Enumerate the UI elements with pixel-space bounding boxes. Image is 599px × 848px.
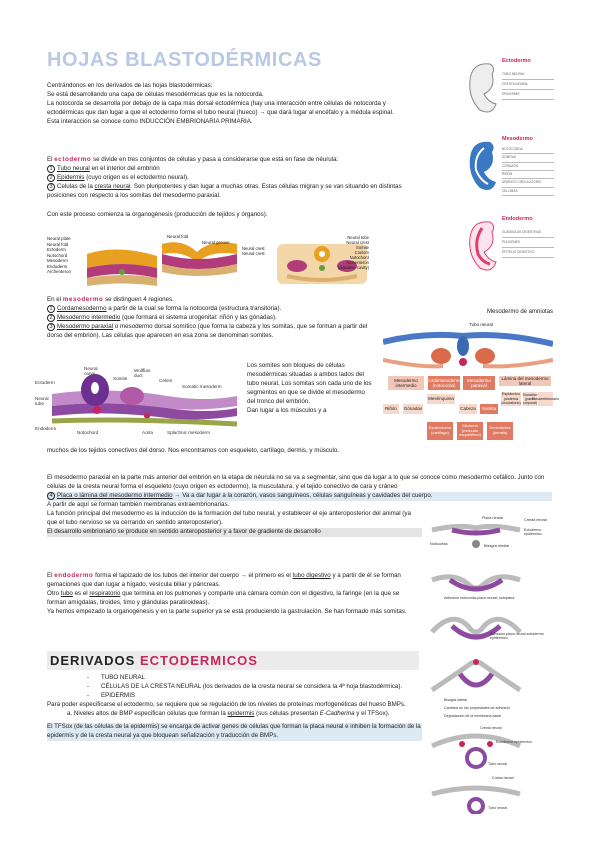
endodermo-block: El endodermo forma el tapizado de los tu… (47, 572, 407, 615)
stage-1 (87, 249, 157, 286)
mesodermo-block: En el mesodermo se distinguen 4 regiones… (47, 296, 382, 341)
page-title: HOJAS BLASTODÉRMICAS (47, 49, 322, 71)
stage-d (430, 659, 522, 693)
card-mesodermo: Mesodermo NOTOCORDA SOMITAS CORAZÓN RIÑÓ… (462, 134, 554, 202)
paraxial-block: El mesodermo paraxial en la parte más an… (47, 474, 552, 537)
stage-f (431, 785, 521, 814)
derivados-block: TUBO NEURAL CÉLULAS DE LA CRESTA NEURAL … (47, 674, 422, 741)
somite-figure: Ectoderm Neural tube Neural canal Somite… (35, 366, 242, 438)
derivados-list: TUBO NEURAL CÉLULAS DE LA CRESTA NEURAL … (87, 674, 422, 701)
tfsox-note: El TFSox (de las células de la epidermis… (47, 722, 422, 741)
fig1-left-labels: Neural plate Neural fold Ectoderm Notoch… (47, 236, 71, 274)
embryo-meso-icon (469, 141, 496, 190)
mesodermo-term: mesodermo (62, 296, 104, 303)
neurulation-stages-illustration (430, 523, 522, 814)
intro-line: Esta interacción se conoce como INDUCCIÓ… (47, 117, 253, 125)
intro-line: La notocorda se desarrolla por debajo de… (47, 99, 394, 116)
intro-line: Centrándonos en los derivados de las hoj… (47, 82, 213, 89)
stage-a (431, 523, 521, 548)
somite-illustration (51, 374, 238, 427)
intro-line: Se está desarrollando una capa de célula… (47, 90, 264, 98)
list-item: CÉLULAS DE LA CRESTA NEURAL (los derivad… (87, 683, 422, 692)
neurulation-illustration (87, 242, 367, 286)
embryo-endo-icon (469, 221, 497, 271)
somites-text: Los somites son bloques de células mesod… (247, 362, 372, 414)
stage-2 (162, 242, 237, 276)
list-item: a. Niveles altos de BMP especifican célu… (67, 709, 390, 717)
list-item: EPIDERMIS (87, 692, 422, 701)
neural-tube-diagram: Placa neural Cresta neural Ectodermo epi… (430, 514, 554, 814)
ectodermo-block: El ectodermo se divide en tres conjuntos… (47, 156, 417, 220)
list-item: TUBO NEURAL (87, 674, 422, 683)
neurulation-figure: Neural plate Neural fold Ectoderm Notoch… (47, 234, 372, 294)
mesoderm-section-illustration (383, 331, 553, 369)
stage-e (430, 733, 522, 769)
stage-c (430, 616, 522, 640)
card-endodermo: Endodermo GLÁNDULAS DIGESTIVAS PULMONES … (462, 214, 554, 282)
stage-b (431, 574, 521, 592)
connective-text: muchos de los tejidos conectivos del dor… (47, 447, 339, 454)
mesoderm-diagram: Tubo neural Mesodermo intermedio Cordame… (383, 322, 559, 448)
ectodermo-term: ectodermo (54, 156, 92, 163)
fig1-right-labels: Neural crest Neural crest (242, 246, 265, 257)
amniota-caption: Mesodermo de amniotas (487, 309, 554, 315)
stage-3 (277, 244, 367, 284)
organogenesis-text: Con este proceso comienza la organogénes… (47, 210, 268, 218)
embryo-ecto-icon (469, 63, 497, 113)
endodermo-term: endodermo (54, 572, 94, 579)
germ-layer-cards: Ectodermo TUBO NEURAL CRESTA NEURAL EPID… (462, 56, 554, 286)
card-ectodermo: Ectodermo TUBO NEURAL CRESTA NEURAL EPID… (462, 56, 554, 124)
intro-block: Centrándonos en los derivados de las hoj… (47, 82, 417, 127)
section-heading: DERIVADOS ECTODERMICOS (47, 651, 419, 670)
